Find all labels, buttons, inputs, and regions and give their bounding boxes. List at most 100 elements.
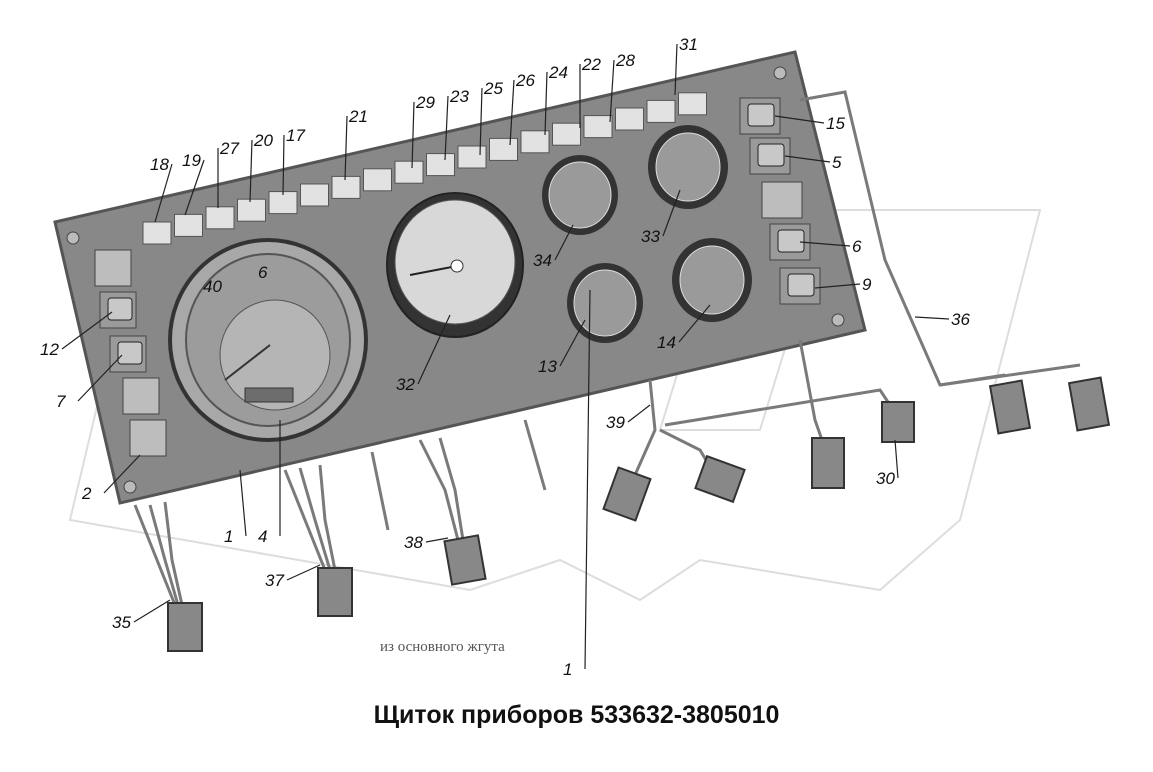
warning-lamp bbox=[678, 92, 707, 116]
callout-number: 38 bbox=[404, 533, 423, 552]
callout-number: 5 bbox=[832, 153, 842, 172]
callout-number: 34 bbox=[533, 251, 552, 270]
callout-number: 20 bbox=[253, 131, 273, 150]
callout-number: 23 bbox=[449, 87, 469, 106]
callout-number: 27 bbox=[219, 139, 239, 158]
callout-number: 15 bbox=[826, 114, 845, 133]
callout-number: 18 bbox=[150, 155, 169, 174]
callout-number: 1 bbox=[563, 660, 572, 679]
leader-line bbox=[914, 316, 950, 320]
warning-lamp bbox=[300, 183, 329, 207]
diagram-title: Щиток приборов 533632-3805010 bbox=[373, 701, 780, 729]
leader-line bbox=[627, 404, 651, 423]
mount-screw-icon bbox=[66, 231, 80, 245]
callout-number: 28 bbox=[615, 51, 635, 70]
mount-screw-icon bbox=[123, 480, 137, 494]
warning-lamp bbox=[583, 115, 613, 139]
left-switches bbox=[94, 249, 167, 457]
leader-line bbox=[662, 189, 681, 237]
callout-number: 2 bbox=[81, 484, 92, 503]
warning-lamp bbox=[646, 99, 676, 123]
callout-number: 33 bbox=[641, 227, 660, 246]
leader-line bbox=[239, 469, 247, 537]
callout-number: 1 bbox=[224, 527, 233, 546]
leader-line bbox=[559, 319, 586, 367]
leader-line bbox=[674, 43, 678, 96]
wiring-harness bbox=[133, 90, 1081, 606]
warning-lamp bbox=[174, 213, 203, 237]
warning-lamp bbox=[394, 160, 424, 184]
leader-line bbox=[554, 224, 574, 261]
leader-line bbox=[784, 155, 831, 163]
leader-line bbox=[609, 59, 615, 123]
leader-line bbox=[814, 283, 861, 289]
callout-number: 14 bbox=[657, 333, 676, 352]
callout-number: 13 bbox=[538, 357, 557, 376]
leader-line bbox=[584, 289, 591, 670]
warning-lamp-strip bbox=[142, 92, 707, 245]
mount-screw-icon bbox=[773, 66, 787, 80]
leader-line bbox=[479, 87, 483, 156]
speedometer-gauge: 40 6 bbox=[168, 238, 368, 442]
warning-lamp bbox=[237, 198, 266, 222]
callout-number: 30 bbox=[876, 469, 895, 488]
callout-number: 24 bbox=[548, 63, 568, 82]
warning-lamp bbox=[489, 137, 518, 161]
callout-number: 21 bbox=[348, 107, 368, 126]
warning-lamp bbox=[552, 122, 581, 146]
leader-line bbox=[894, 439, 899, 479]
leader-line bbox=[425, 537, 449, 543]
right-switches bbox=[739, 97, 821, 305]
warning-lamp bbox=[205, 206, 235, 230]
callout-number: 6 bbox=[852, 237, 862, 256]
leader-line bbox=[154, 163, 173, 223]
speed-mark-label: 6 bbox=[258, 263, 268, 282]
warning-lamp bbox=[457, 145, 487, 169]
leader-line bbox=[249, 139, 253, 203]
callout-number: 22 bbox=[581, 55, 601, 74]
callout-number: 37 bbox=[265, 571, 284, 590]
leader-line bbox=[544, 71, 548, 136]
leader-line bbox=[282, 134, 285, 196]
leader-line bbox=[77, 354, 123, 402]
callout-number: 17 bbox=[286, 126, 305, 145]
callout-number: 4 bbox=[258, 527, 267, 546]
callout-number: 39 bbox=[606, 413, 625, 432]
callout-number: 7 bbox=[56, 392, 66, 411]
callout-number: 36 bbox=[951, 310, 970, 329]
leader-line bbox=[799, 241, 851, 247]
callout-number: 9 bbox=[862, 275, 872, 294]
leader-line bbox=[61, 311, 113, 350]
callout-number: 31 bbox=[679, 35, 698, 54]
callout-number: 29 bbox=[415, 93, 435, 112]
leader-line bbox=[509, 79, 515, 146]
leader-line bbox=[417, 314, 451, 385]
leader-lines bbox=[61, 43, 950, 670]
callout-number: 12 bbox=[40, 340, 59, 359]
leader-line bbox=[133, 599, 171, 623]
leader-line bbox=[286, 564, 321, 581]
warning-lamp bbox=[142, 221, 172, 245]
leader-line bbox=[103, 454, 141, 494]
warning-lamp bbox=[520, 130, 550, 154]
warning-lamp bbox=[426, 153, 455, 177]
tachometer-gauge bbox=[386, 192, 524, 338]
leader-line bbox=[411, 101, 415, 169]
source-note: из основного жгута bbox=[380, 639, 505, 655]
speed-mark-label: 40 bbox=[203, 277, 222, 296]
warning-lamp bbox=[331, 175, 361, 199]
leader-line bbox=[678, 304, 711, 343]
warning-lamp bbox=[363, 168, 392, 192]
warning-lamp bbox=[615, 107, 644, 131]
callout-number: 26 bbox=[515, 71, 535, 90]
connectors bbox=[167, 376, 1111, 652]
mount-screw-icon bbox=[831, 313, 845, 327]
callout-number: 32 bbox=[396, 375, 415, 394]
leader-line bbox=[184, 159, 205, 216]
leader-line bbox=[774, 115, 825, 124]
callout-number: 25 bbox=[483, 79, 503, 98]
callout-number: 19 bbox=[182, 151, 201, 170]
